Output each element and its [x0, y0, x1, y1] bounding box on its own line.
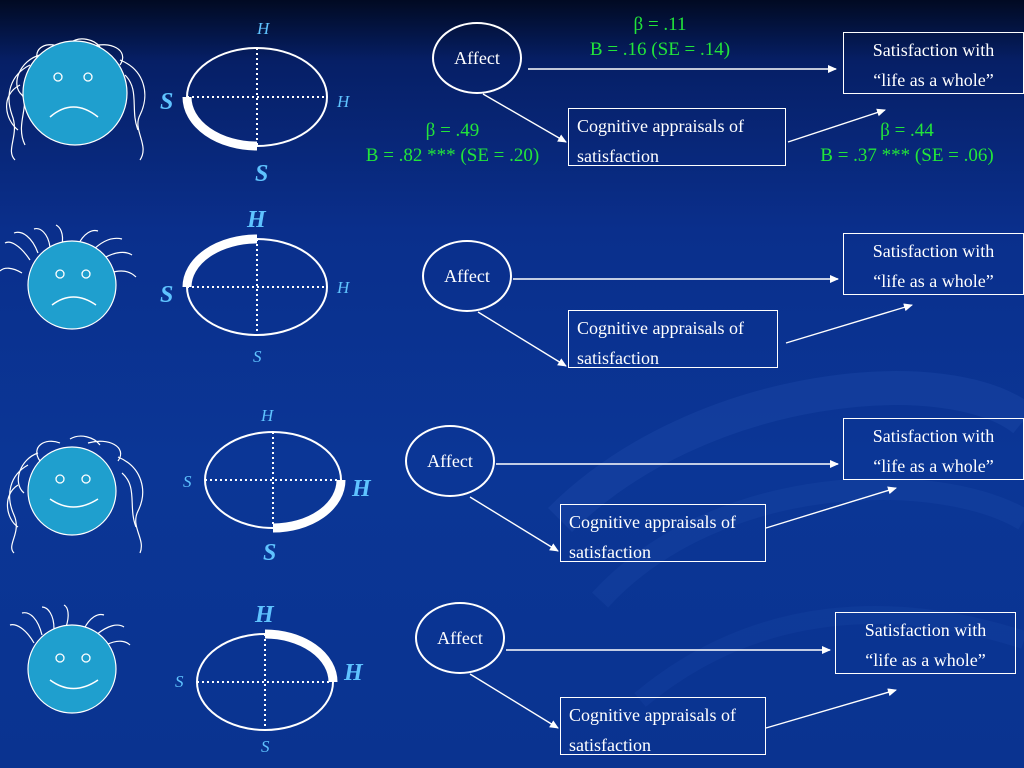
ellipse-label-top: H	[255, 602, 274, 628]
coef-affect-to-satisfaction: β = .11 B = .16 (SE = .14)	[560, 12, 760, 62]
ellipse-label-bottom: S	[253, 347, 262, 366]
satisfaction-ellipse	[182, 234, 328, 336]
arrow-affect-to-cognitive	[477, 311, 567, 367]
ellipse-label-right: H	[337, 92, 350, 111]
satisfaction-line-1: Satisfaction with	[872, 40, 995, 60]
row-1: H H S S Affect Cognitive appraisals of s…	[0, 0, 1024, 200]
arrow-affect-to-cognitive	[469, 496, 559, 552]
arrow-cognitive-to-satisfaction	[765, 486, 897, 529]
satisfaction-ellipse	[182, 47, 328, 151]
cognitive-appraisals-box: Cognitive appraisals of satisfaction	[560, 504, 766, 562]
happy-face-curly-hair-icon	[6, 435, 144, 554]
arrow-cognitive-to-satisfaction	[787, 108, 886, 143]
affect-node: Affect	[415, 602, 505, 674]
ellipse-label-top: H	[257, 19, 270, 38]
satisfaction-ellipse	[204, 431, 346, 533]
ellipse-label-right: H	[352, 476, 371, 502]
beta-cognitive-to-satisfaction: β = .44	[880, 120, 934, 141]
satisfaction-line-2: “life as a whole”	[873, 271, 994, 291]
affect-node: Affect	[405, 425, 495, 497]
affect-label: Affect	[437, 628, 483, 648]
ellipse-label-bottom: S	[255, 161, 269, 187]
ellipse-label-bottom: S	[261, 737, 270, 756]
satisfaction-line-2: “life as a whole”	[865, 650, 986, 670]
satisfaction-box: Satisfaction with “life as a whole”	[843, 32, 1024, 94]
arrow-affect-to-cognitive	[469, 673, 559, 729]
affect-node: Affect	[432, 22, 522, 94]
ellipse-label-top: H	[247, 207, 266, 233]
satisfaction-line-1: Satisfaction with	[864, 620, 987, 640]
affect-node: Affect	[422, 240, 512, 312]
arrow-cognitive-to-satisfaction	[785, 303, 913, 344]
sad-face-spiky-hair-icon	[0, 224, 137, 330]
sad-face-curly-hair-icon	[6, 38, 146, 161]
ellipse-label-left: S	[160, 89, 174, 115]
affect-label: Affect	[427, 451, 473, 471]
ellipse-label-right: H	[337, 278, 350, 297]
ellipse-label-right: H	[344, 660, 363, 686]
coef-cognitive-to-satisfaction: β = .44 B = .37 *** (SE = .06)	[796, 118, 1018, 168]
satisfaction-line-1: Satisfaction with	[872, 426, 995, 446]
satisfaction-line-2: “life as a whole”	[873, 456, 994, 476]
arrow-cognitive-to-satisfaction	[765, 688, 897, 729]
affect-label: Affect	[454, 48, 500, 68]
affect-label: Affect	[444, 266, 490, 286]
ellipse-label-left: S	[160, 282, 174, 308]
ellipse-label-top: H	[261, 406, 274, 425]
cognitive-appraisals-box: Cognitive appraisals of satisfaction	[560, 697, 766, 755]
cognitive-appraisals-box: Cognitive appraisals of satisfaction	[568, 108, 786, 166]
ellipse-label-left: S	[183, 472, 192, 491]
b-affect-to-cognitive: B = .82 *** (SE = .20)	[365, 145, 540, 166]
b-affect-to-satisfaction: B = .16 (SE = .14)	[589, 39, 731, 60]
satisfaction-box: Satisfaction with “life as a whole”	[835, 612, 1016, 674]
satisfaction-box: Satisfaction with “life as a whole”	[843, 233, 1024, 295]
beta-affect-to-satisfaction: β = .11	[633, 14, 687, 35]
happy-face-spiky-hair-icon	[9, 604, 131, 714]
satisfaction-line-2: “life as a whole”	[873, 70, 994, 90]
cognitive-appraisals-box: Cognitive appraisals of satisfaction	[568, 310, 778, 368]
arrow-affect-to-cognitive	[482, 93, 567, 143]
beta-affect-to-cognitive: β = .49	[425, 120, 480, 141]
b-cognitive-to-satisfaction: B = .37 *** (SE = .06)	[820, 145, 994, 166]
ellipse-label-bottom: S	[263, 540, 277, 566]
satisfaction-box: Satisfaction with “life as a whole”	[843, 418, 1024, 480]
satisfaction-ellipse	[196, 629, 338, 731]
ellipse-label-left: S	[175, 672, 184, 691]
coef-affect-to-cognitive: β = .49 B = .82 *** (SE = .20)	[345, 118, 560, 168]
satisfaction-line-1: Satisfaction with	[872, 241, 995, 261]
